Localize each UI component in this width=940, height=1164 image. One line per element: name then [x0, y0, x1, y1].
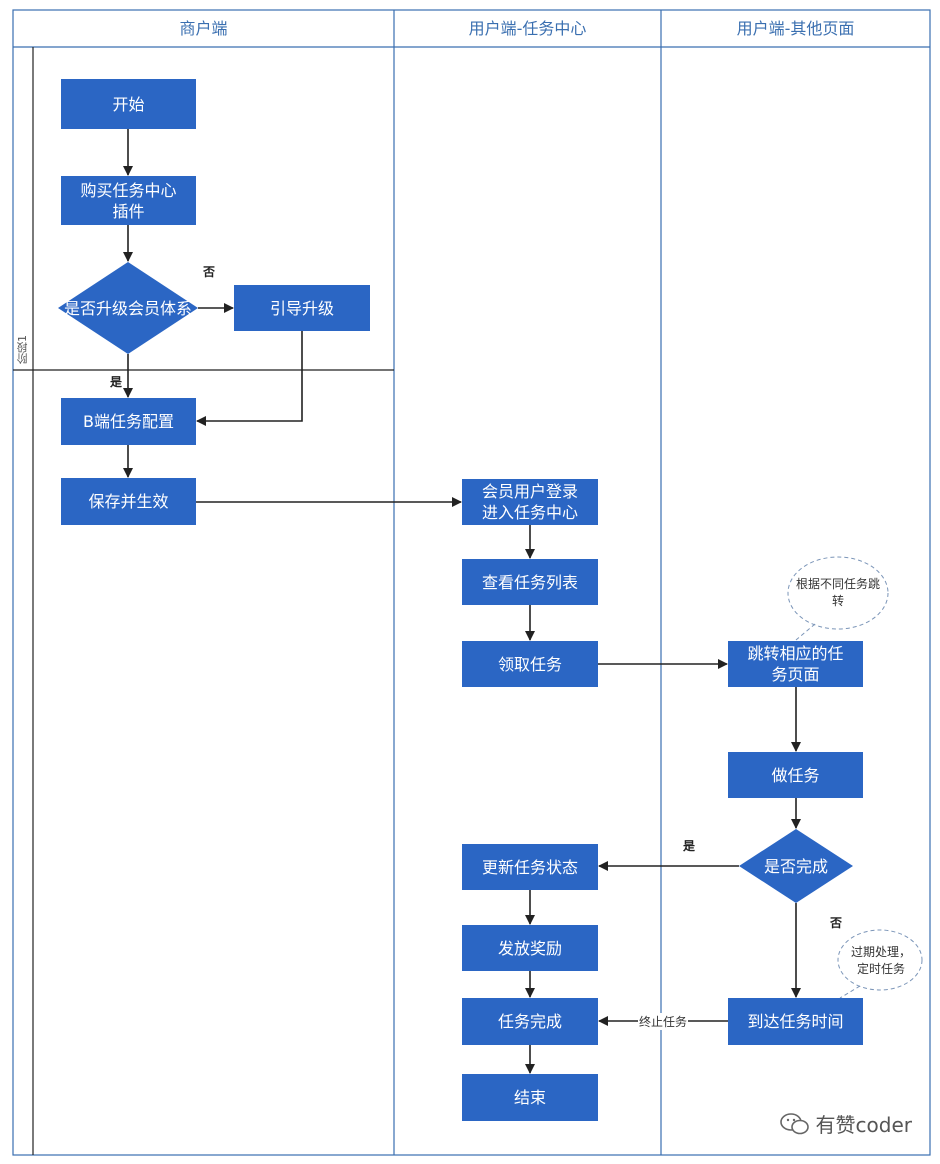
node-view-list: 查看任务列表: [462, 559, 598, 605]
node-task-complete: 任务完成: [462, 998, 598, 1045]
node-claim-task: 领取任务: [462, 641, 598, 687]
expire-note-bubble: [837, 929, 923, 991]
label-yes-complete: 是: [683, 839, 696, 853]
node-guide-upgrade: 引导升级: [234, 285, 370, 331]
lane-title-other-pages: 用户端-其他页面: [736, 19, 855, 38]
label-terminate: 终止任务: [638, 1013, 689, 1030]
node-reach-time: 到达任务时间: [728, 998, 863, 1045]
lane-title-task-center: 用户端-任务中心: [468, 19, 587, 38]
node-complete-decision-text: 是否完成: [763, 856, 828, 876]
watermark: 有赞coder: [779, 1109, 912, 1138]
complete-decision-diamond: [739, 829, 853, 903]
node-save-effect: 保存并生效: [61, 478, 196, 525]
note-expire: 过期处理，定时任务: [850, 945, 911, 976]
watermark-text: 有赞coder: [815, 1113, 912, 1137]
edge-guide-config: [196, 331, 303, 426]
node-b-config: B端任务配置: [61, 398, 196, 445]
node-issue-reward: 发放奖励: [462, 925, 598, 971]
node-jump-page: 跳转相应的任务页面: [728, 641, 863, 687]
lane-title-merchant: 商户端: [179, 19, 228, 38]
node-update-status: 更新任务状态: [462, 844, 598, 890]
node-start: 开始: [61, 79, 196, 129]
wechat-icon: [779, 1112, 809, 1134]
node-upgrade-decision-text: 是否升级会员体系: [63, 298, 192, 318]
note-jump: 根据不同任务跳转: [796, 577, 881, 608]
label-no-complete: 否: [830, 916, 843, 930]
node-buy-plugin: 购买任务中心插件: [61, 176, 196, 225]
stage-label: 阶段1: [16, 335, 29, 365]
node-do-task: 做任务: [728, 752, 863, 798]
node-member-login: 会员用户登录进入任务中心: [462, 479, 598, 525]
jump-note-bubble: [787, 556, 889, 630]
node-end: 结束: [462, 1074, 598, 1121]
upgrade-decision-diamond: [58, 262, 198, 354]
label-yes-upgrade: 是: [110, 375, 123, 389]
label-no-upgrade: 否: [203, 265, 216, 279]
lane-frame: [12, 9, 931, 1156]
